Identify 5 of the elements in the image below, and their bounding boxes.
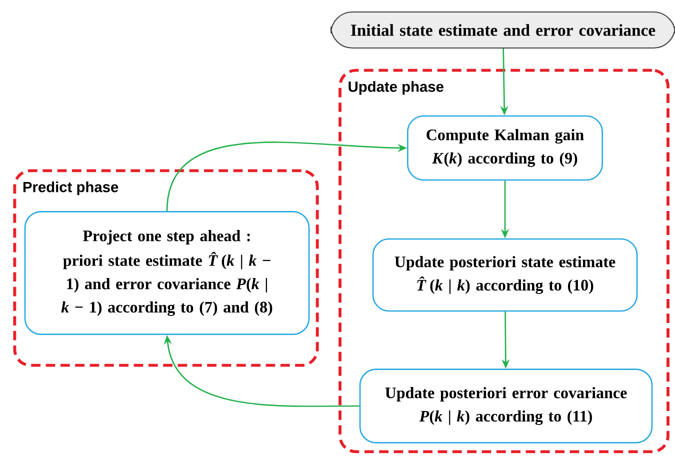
process-box: Update posteriori error covariance P(k | k) according to (11) <box>359 368 653 444</box>
process-box: Project one step ahead : priori state estimate T̂(k | k − 1) and error covariance P(k | k − 1) according to (7) and (8) <box>24 211 310 335</box>
start-box: Initial state estimate and error covariance <box>330 11 675 49</box>
process-box: Update posteriori state estimate T̂(k | k) according to (10) <box>372 238 638 312</box>
process-box: Compute Kalman gain K(k) according to (9) <box>407 115 603 181</box>
